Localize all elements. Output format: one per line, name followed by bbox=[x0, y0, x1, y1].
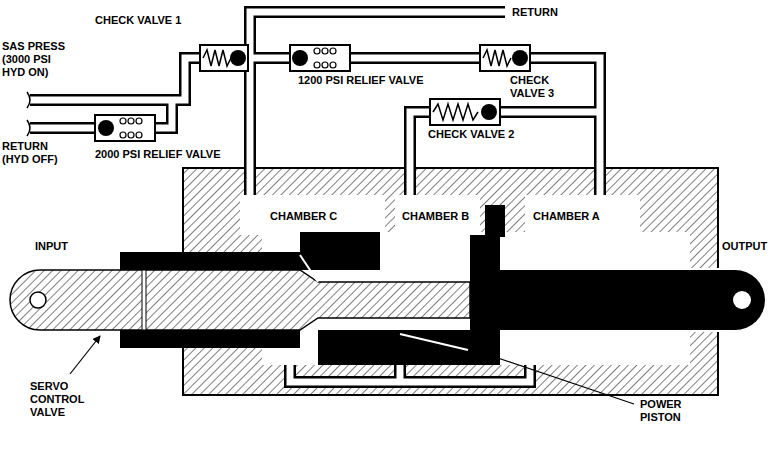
chamber-label: CHAMBER B bbox=[400, 210, 471, 223]
fluid-passage bbox=[400, 334, 468, 350]
leader-line bbox=[70, 336, 100, 374]
part-label: CHECK VALVE 3 bbox=[510, 74, 566, 100]
line-label: SAS PRESS (3000 PSI HYD ON) bbox=[2, 40, 74, 79]
pipe-break bbox=[27, 92, 30, 136]
output-eye bbox=[733, 291, 751, 309]
part-label: 2000 PSI RELIEF VALVE bbox=[95, 148, 221, 161]
relief-valve-symbol bbox=[290, 45, 350, 71]
part-label: 1200 PSI RELIEF VALVE bbox=[298, 74, 424, 87]
part-label: CHECK VALVE 2 bbox=[428, 128, 514, 141]
part-label: OUTPUT bbox=[722, 240, 767, 253]
check-valve-symbol bbox=[200, 45, 248, 71]
chamber-label: CHAMBER A bbox=[531, 210, 602, 223]
leader-line bbox=[492, 356, 634, 404]
part-label: CHECK VALVE 1 bbox=[95, 14, 181, 27]
part-label: INPUT bbox=[35, 240, 68, 253]
chamber-label: CHAMBER C bbox=[268, 210, 339, 223]
servo-control-valve bbox=[10, 270, 470, 330]
check-valve-symbol bbox=[480, 45, 530, 71]
part-label: SERVO CONTROL VALVE bbox=[30, 380, 88, 419]
part-label: POWER PISTON bbox=[640, 398, 698, 424]
relief-valve-symbol bbox=[95, 115, 155, 141]
line-label: RETURN bbox=[512, 6, 558, 19]
power-piston bbox=[120, 205, 765, 365]
check-valve-symbol bbox=[430, 99, 500, 125]
fluid-passage bbox=[300, 255, 318, 282]
line-label: RETURN (HYD OFF) bbox=[2, 140, 66, 166]
